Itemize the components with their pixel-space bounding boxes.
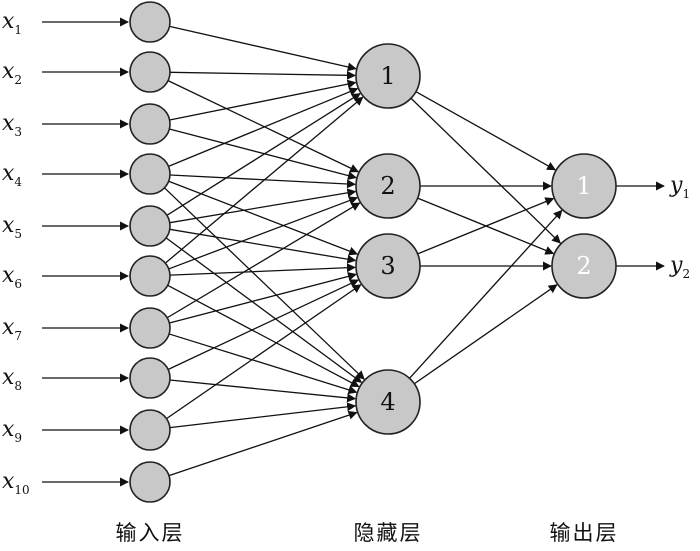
input-variable-label: x2 (2, 59, 22, 87)
hidden-node-2 (355, 153, 421, 219)
edge-hidden-4-to-output-1 (409, 209, 563, 379)
edge-input-4-to-hidden-1 (168, 87, 359, 167)
input-node-10 (129, 461, 171, 503)
edge-input-5-to-hidden-2 (169, 188, 357, 224)
edge-input-8-to-hidden-4 (169, 379, 357, 403)
input-node-9 (129, 409, 171, 451)
edge-input-2-to-hidden-1 (169, 70, 356, 80)
edge-input-3-to-hidden-1 (169, 79, 357, 121)
input-node-3 (129, 103, 171, 145)
io-labels-layer: x1 x2 x3 x4 x5 x6 x7 x8 x9 x10 y1 y2 (2, 9, 690, 497)
hidden-node-label: 1 (380, 62, 395, 90)
edge-input-5-to-hidden-1 (166, 93, 361, 216)
input-node-6 (129, 255, 171, 297)
output-node-2 (551, 233, 617, 299)
input-node-4 (129, 153, 171, 195)
input-node-1 (129, 1, 171, 43)
input-variable-label: x4 (2, 161, 22, 189)
hidden-node-label: 3 (380, 252, 395, 280)
edge-hidden-3-to-output-1 (417, 197, 555, 255)
hidden-node-1 (355, 43, 421, 109)
input-variable-label: x7 (2, 315, 22, 343)
output-node-label: 1 (576, 172, 591, 200)
hidden-node-label: 2 (380, 172, 395, 200)
input-variable-label: x6 (2, 263, 22, 291)
edge-input-4-to-hidden-4 (163, 187, 365, 380)
hidden-node-label: 4 (380, 388, 395, 416)
edge-input-8-to-hidden-3 (167, 279, 359, 371)
edge-hidden-4-to-output-2 (413, 284, 558, 385)
edge-input-3-to-hidden-2 (169, 128, 357, 180)
output-node-label: 2 (576, 252, 591, 280)
input-node-2 (129, 51, 171, 93)
input-variable-label: x1 (2, 9, 22, 37)
hidden-node-3 (355, 233, 421, 299)
edge-input-9-to-hidden-3 (166, 284, 362, 420)
edge-input-7-to-hidden-4 (168, 333, 358, 395)
output-arrows-layer (616, 181, 665, 271)
edge-input-4-to-hidden-3 (168, 180, 359, 256)
edge-input-5-to-hidden-4 (165, 237, 363, 383)
edge-input-5-to-hidden-3 (169, 228, 357, 264)
edge-input-6-to-hidden-1 (164, 96, 364, 264)
edge-input-7-to-hidden-3 (169, 272, 357, 324)
edge-input-2-to-hidden-2 (167, 80, 360, 173)
output-node-1 (551, 153, 617, 219)
input-node-7 (129, 307, 171, 349)
edge-input-6-to-hidden-3 (169, 263, 356, 276)
edge-hidden-1-to-output-2 (410, 97, 561, 244)
input-layer-label: 输入层 (116, 521, 185, 545)
edge-input-6-to-hidden-4 (167, 284, 360, 388)
edge-hidden-1-to-output-1 (415, 91, 557, 171)
edge-input-7-to-hidden-2 (166, 202, 361, 319)
input-node-5 (129, 205, 171, 247)
hidden-layer-label: 隐藏层 (354, 521, 423, 545)
nodes-layer: 1 2 3 4 1 2 (129, 1, 617, 503)
input-arrows-layer (42, 17, 129, 487)
input-variable-label: x10 (2, 469, 30, 497)
input-node-8 (129, 357, 171, 399)
output-layer-label: 输出层 (550, 521, 619, 545)
input-variable-label: x3 (2, 111, 22, 139)
edge-input-4-to-hidden-2 (169, 174, 356, 189)
input-variable-label: x9 (2, 417, 22, 445)
edge-input-9-to-hidden-4 (169, 402, 357, 429)
output-variable-label: y2 (669, 253, 690, 281)
hidden-node-4 (355, 369, 421, 435)
input-variable-label: x8 (2, 365, 22, 393)
output-variable-label: y1 (669, 173, 690, 201)
edge-input-6-to-hidden-2 (168, 196, 358, 270)
connections-layer (163, 25, 563, 477)
edge-input-1-to-hidden-1 (169, 25, 357, 72)
input-variable-label: x5 (2, 213, 22, 241)
edge-input-10-to-hidden-4 (168, 410, 358, 477)
